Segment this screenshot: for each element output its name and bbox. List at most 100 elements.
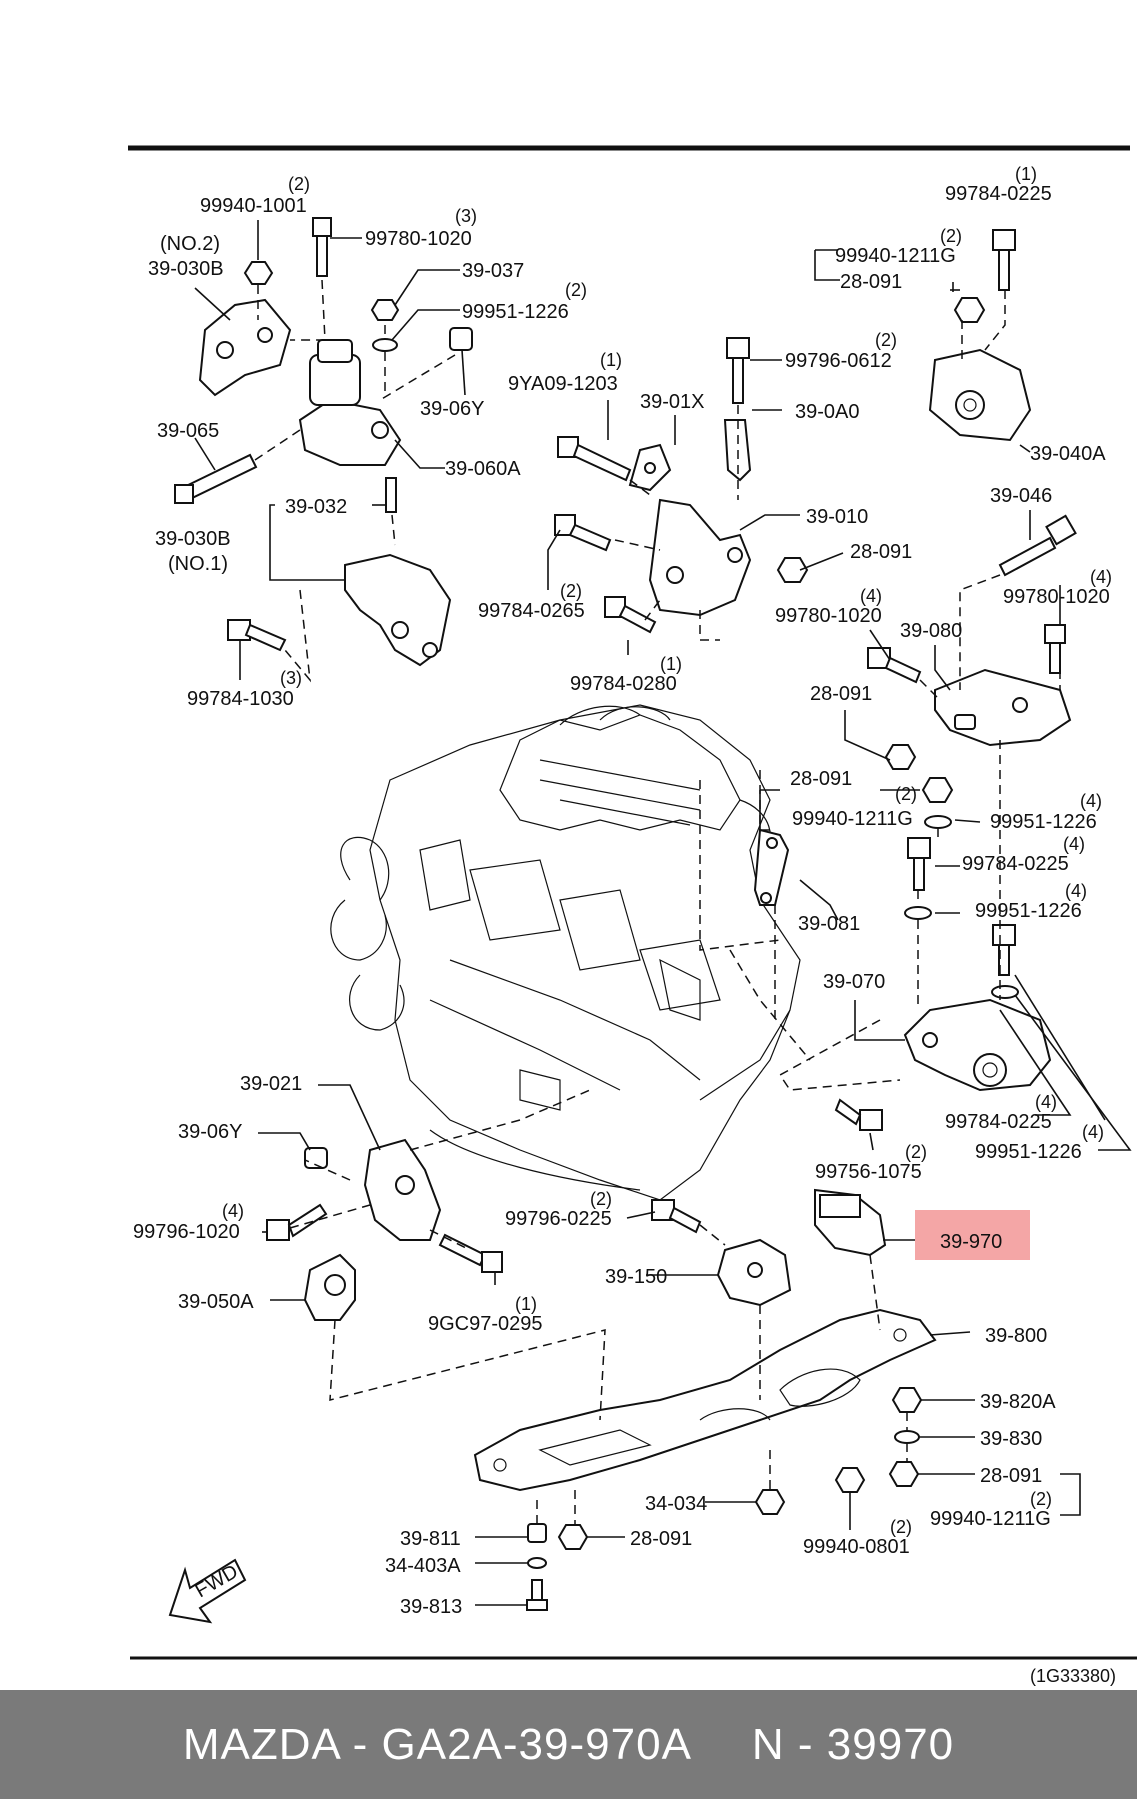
part-number-label: 39-030B xyxy=(148,258,224,280)
part-number-label: 99796-1020 xyxy=(133,1221,240,1243)
washer-99951-1226-c xyxy=(904,906,932,920)
part-number-label: 34-034 xyxy=(645,1493,707,1515)
bolt-39-813 xyxy=(526,1579,548,1611)
quantity-label: (2) xyxy=(560,581,582,601)
part-number-label: 28-091 xyxy=(850,541,912,563)
part-number-label: 99784-0265 xyxy=(478,600,585,622)
quantity-label: (1) xyxy=(600,350,622,370)
bolt-99784-0265 xyxy=(554,514,612,552)
engine-block-drawing xyxy=(330,704,801,1201)
quantity-label: (4) xyxy=(222,1201,244,1221)
part-number-label: 39-081 xyxy=(798,913,860,935)
bolt-99796-1020 xyxy=(266,1203,328,1241)
bolt-99784-0225-c xyxy=(992,924,1016,976)
quantity-label: (1) xyxy=(515,1294,537,1314)
quantity-label: (4) xyxy=(1035,1092,1057,1112)
part-number-label: 39-050A xyxy=(178,1291,254,1313)
bolt-99784-0280 xyxy=(604,596,657,634)
quantity-label: (4) xyxy=(1082,1122,1104,1142)
bolt-99780-1020-b xyxy=(1044,624,1066,674)
fwd-arrow-icon: FWD xyxy=(168,1558,247,1624)
quantity-label: (NO.2) xyxy=(160,233,220,255)
part-number-label: 99951-1226 xyxy=(990,811,1097,833)
part-number-label: 39-820A xyxy=(980,1391,1056,1413)
quantity-label: (3) xyxy=(455,206,477,226)
parts-diagram: FWD xyxy=(128,145,1137,1686)
part-number-label: 99780-1020 xyxy=(365,228,472,250)
bolt-99780-1020-c xyxy=(867,647,922,684)
quantity-label: (2) xyxy=(590,1189,612,1209)
stud-39-032 xyxy=(385,477,397,513)
part-number-label: 39-800 xyxy=(985,1325,1047,1347)
part-number-label: 99780-1020 xyxy=(1003,586,1110,608)
quantity-label: (4) xyxy=(1080,791,1102,811)
bracket-39-030b-no2 xyxy=(198,298,292,397)
part-number-label: 9GC97-0295 xyxy=(428,1313,543,1335)
quantity-label: (4) xyxy=(1063,834,1085,854)
mount-39-050a xyxy=(303,1253,356,1321)
bolt-99784-0225-a xyxy=(992,229,1016,291)
bracket-39-150 xyxy=(716,1238,792,1307)
highlighted-part-label: 39-970 xyxy=(940,1231,1002,1253)
part-number-label: 28-091 xyxy=(790,768,852,790)
quantity-label: (1) xyxy=(1015,164,1037,184)
cap-39-06y-b xyxy=(304,1147,328,1169)
part-number-label: 99951-1226 xyxy=(975,1141,1082,1163)
quantity-label: (NO.1) xyxy=(168,553,228,575)
bolt-9ya09-1203 xyxy=(557,436,632,482)
part-number-label: 39-06Y xyxy=(178,1121,243,1143)
part-number-label: 99780-1020 xyxy=(775,605,882,627)
nut-28-091-c xyxy=(884,744,917,770)
part-number-label: 99756-1075 xyxy=(815,1161,922,1183)
cap-39-06y xyxy=(449,327,473,351)
washer-99951-1226-a xyxy=(372,338,398,352)
bracket-39-010 xyxy=(648,498,752,617)
part-number-label: 39-021 xyxy=(240,1073,302,1095)
nut-28-091-b xyxy=(953,297,986,323)
quantity-label: (4) xyxy=(860,586,882,606)
washer-34-403a xyxy=(527,1557,547,1569)
quantity-label: (2) xyxy=(1030,1489,1052,1509)
part-number-label: 39-811 xyxy=(400,1528,461,1550)
part-number-label: 39-150 xyxy=(605,1266,667,1288)
part-number-label: 39-010 xyxy=(806,506,868,528)
part-number-label: 39-040A xyxy=(1030,443,1106,465)
part-number-label: 39-065 xyxy=(157,420,219,442)
quantity-label: (2) xyxy=(895,784,917,804)
part-39-811 xyxy=(527,1523,547,1543)
part-number: N - 39970 xyxy=(751,1719,955,1769)
quantity-label: (4) xyxy=(1090,567,1112,587)
bolt-9gc97-0295 xyxy=(438,1233,503,1273)
part-number-label: 99784-1030 xyxy=(187,688,294,710)
dashed-lines xyxy=(254,279,1061,1525)
bolt-99796-0612 xyxy=(726,337,750,404)
part-number-label: 39-01X xyxy=(640,391,705,413)
mount-39-060a xyxy=(298,339,402,466)
part-number-label: 9YA09-1203 xyxy=(508,373,618,395)
leader-lines xyxy=(194,220,1132,1606)
part-number-label: 99940-1211G xyxy=(835,245,956,267)
part-number-label: 28-091 xyxy=(810,683,872,705)
nut-34-034 xyxy=(754,1489,786,1515)
nut-28-091-f xyxy=(557,1524,589,1550)
nut-99940-0801 xyxy=(834,1467,866,1493)
bolt-99796-0225 xyxy=(651,1199,702,1234)
quantity-label: (2) xyxy=(288,174,310,194)
part-number-label: 39-06Y xyxy=(420,398,485,420)
part-number-label: 39-046 xyxy=(990,485,1052,507)
part-number-label: 39-070 xyxy=(823,971,885,993)
bolt-39-046 xyxy=(998,514,1077,577)
highlight-box xyxy=(915,1210,1030,1260)
quantity-label: (2) xyxy=(890,1517,912,1537)
quantity-label: (2) xyxy=(565,280,587,300)
bolt-99756-1075 xyxy=(834,1098,883,1131)
part-number-label: 39-030B xyxy=(155,528,231,550)
quantity-label: (2) xyxy=(940,226,962,246)
bolt-99784-1030 xyxy=(227,619,287,652)
part-number-label: 99784-0225 xyxy=(945,183,1052,205)
part-number-label: 28-091 xyxy=(840,271,902,293)
mount-39-080 xyxy=(934,668,1072,747)
part-number-label: 99796-0225 xyxy=(505,1208,612,1230)
crossmember-39-800 xyxy=(473,1308,937,1492)
nut-39-820a xyxy=(891,1387,923,1413)
